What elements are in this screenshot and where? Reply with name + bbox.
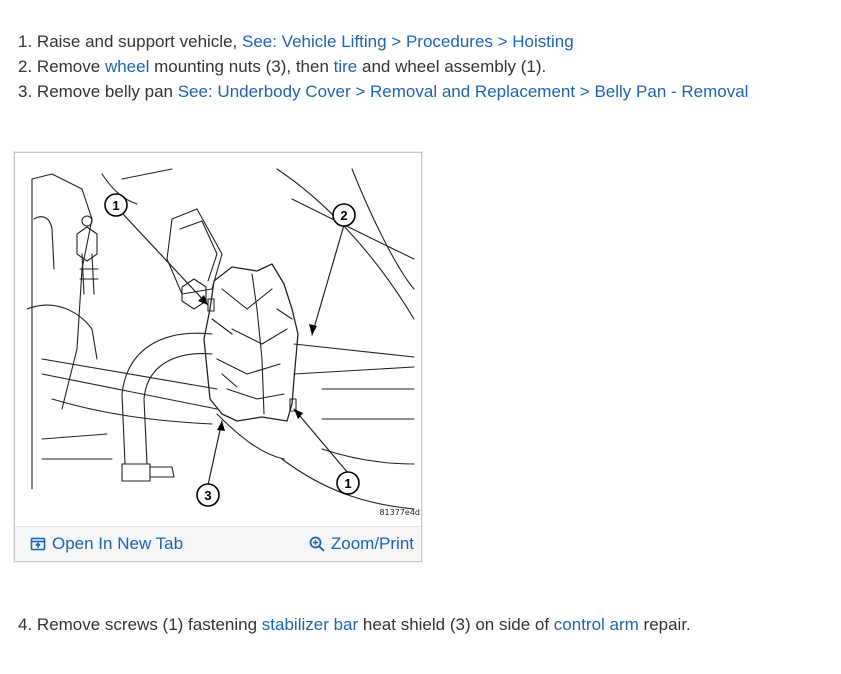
step-text: Remove belly pan [32,82,178,101]
step-text: mounting nuts (3), then [149,57,334,76]
step-text: Raise and support vehicle, [32,32,242,51]
step-text: Remove [32,57,105,76]
step-4: 4. Remove screws (1) fastening stabilize… [18,612,691,637]
belly-pan-link[interactable]: See: Underbody Cover > Removal and Repla… [177,82,749,101]
wheel-link[interactable]: wheel [104,57,150,76]
open-new-tab-icon [29,535,47,553]
zoom-icon [308,535,326,553]
step-text: and wheel assembly (1). [357,57,547,76]
step-2: 2. Remove wheel mounting nuts (3), then … [18,54,748,79]
step-number: 3. [18,82,33,101]
vehicle-lifting-link[interactable]: See: Vehicle Lifting > Procedures > Hois… [241,32,574,51]
step-text: heat shield (3) on side of [358,615,554,634]
step-1: 1. Raise and support vehicle, See: Vehic… [18,29,748,54]
stabilizer-bar-link[interactable]: stabilizer bar [261,615,359,634]
zoom-print-label: Zoom/Print [330,534,414,553]
figure-panel: 1 2 3 1 81377e4d Open In New Tab Zoom/Pr… [14,152,422,562]
zoom-print-button[interactable]: Zoom/Print [308,531,414,557]
step-number: 1. [18,32,33,51]
open-in-new-tab-button[interactable]: Open In New Tab [29,531,183,557]
figure-toolbar: Open In New Tab Zoom/Print [15,526,421,561]
image-code: 81377e4d [379,508,420,517]
stabilizer-bar-diagram[interactable]: 1 2 3 1 81377e4d [22,159,420,529]
step-text: Remove screws (1) fastening [32,615,262,634]
callout-2: 2 [340,208,347,223]
callout-3: 3 [204,488,211,503]
step-text: repair. [638,615,691,634]
step-number: 2. [18,57,33,76]
step-number: 4. [18,615,33,634]
callout-1-top: 1 [112,198,119,213]
control-arm-link[interactable]: control arm [553,615,639,634]
step-3: 3. Remove belly pan See: Underbody Cover… [18,79,748,104]
tire-link[interactable]: tire [333,57,358,76]
callout-1-bottom: 1 [344,476,351,491]
open-in-new-tab-label: Open In New Tab [52,534,184,553]
procedure-steps: 1. Raise and support vehicle, See: Vehic… [18,29,748,104]
